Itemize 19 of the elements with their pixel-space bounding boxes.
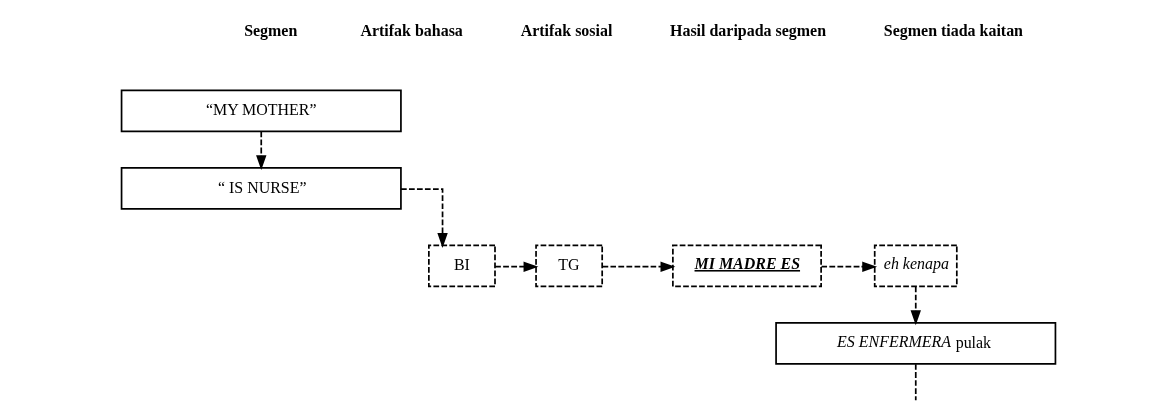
- arrow: [601, 261, 675, 272]
- arrow: [399, 188, 448, 248]
- arrow: [255, 130, 266, 171]
- arrow: [493, 261, 538, 272]
- label: Segmen: [243, 22, 297, 40]
- node-box: MI MADRE ES: [671, 244, 822, 288]
- connector: [914, 363, 917, 402]
- node-box: BI: [427, 244, 496, 288]
- label: Hasil daripada segmen: [669, 22, 826, 40]
- label: Artifak bahasa: [359, 22, 463, 40]
- node-box: “MY MOTHER”: [120, 89, 402, 133]
- node-box: TG: [534, 244, 603, 288]
- node-box: ES ENFERMERA pulak: [774, 322, 1056, 365]
- node-box: eh kenapa: [873, 244, 958, 288]
- label: Segmen tiada kaitan: [883, 22, 1023, 40]
- arrow: [910, 285, 921, 326]
- node-box: “ IS NURSE”: [120, 166, 402, 210]
- label: Artifak sosial: [520, 22, 612, 40]
- arrow: [820, 261, 877, 272]
